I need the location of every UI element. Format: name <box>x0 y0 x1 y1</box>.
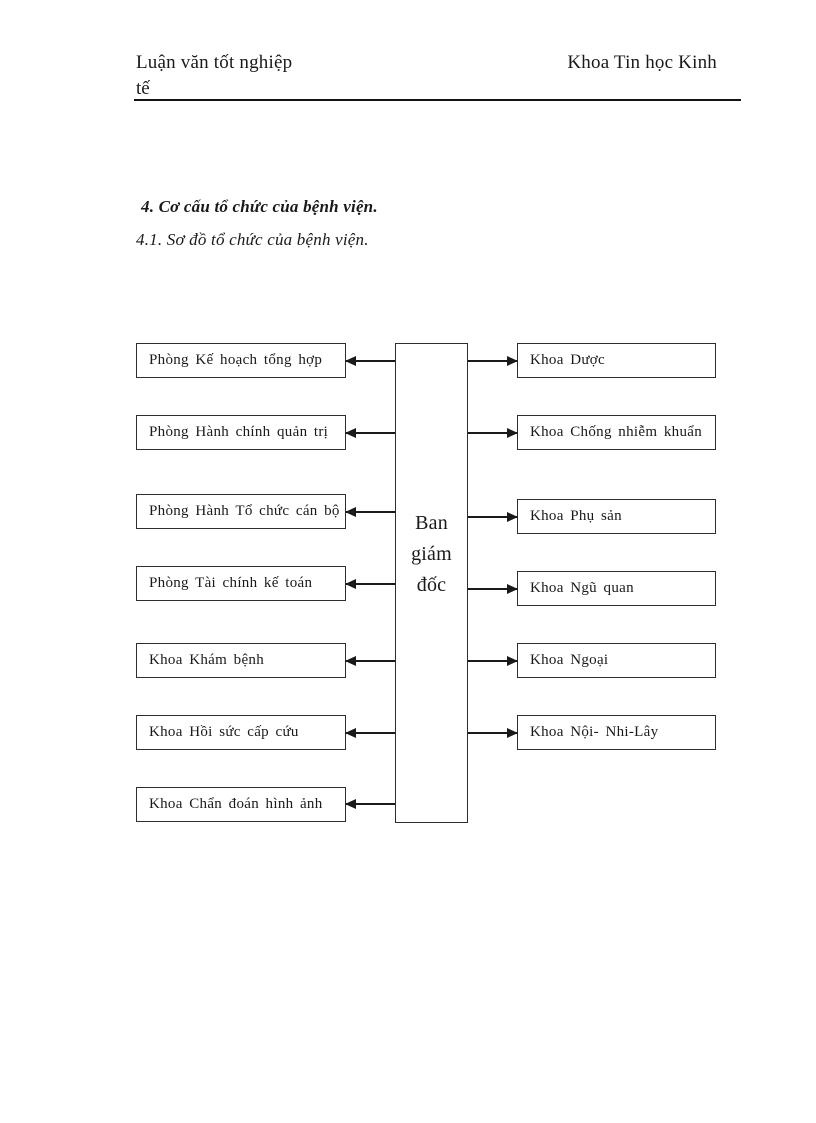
page-header: Luận văn tốt nghiệp Khoa Tin học Kinh <box>136 50 740 76</box>
connector-arrow-left-5 <box>346 732 395 734</box>
dept-box-right-4: Khoa Ngoại <box>517 643 716 678</box>
connector-arrow-right-0 <box>468 360 517 362</box>
connector-arrow-left-2 <box>346 511 395 513</box>
dept-box-left-4: Khoa Khám bệnh <box>136 643 346 678</box>
dept-box-right-2: Khoa Phụ sản <box>517 499 716 534</box>
dept-box-left-5: Khoa Hồi sức cấp cứu <box>136 715 346 750</box>
center-box-ban-giam-doc: Ban giám đốc <box>395 343 468 823</box>
subsection-heading: 4.1. Sơ đồ tổ chức của bệnh viện. <box>136 230 369 249</box>
dept-box-right-1: Khoa Chống nhiễm khuẩn <box>517 415 716 450</box>
connector-arrow-right-1 <box>468 432 517 434</box>
connector-arrow-left-4 <box>346 660 395 662</box>
connector-arrow-left-1 <box>346 432 395 434</box>
dept-box-right-0: Khoa Dược <box>517 343 716 378</box>
dept-box-left-0: Phòng Kế hoạch tổng hợp <box>136 343 346 378</box>
connector-arrow-right-3 <box>468 588 517 590</box>
connector-arrow-left-6 <box>346 803 395 805</box>
header-wrap-text: tế <box>136 78 150 99</box>
dept-box-right-3: Khoa Ngũ quan <box>517 571 716 606</box>
connector-arrow-right-2 <box>468 516 517 518</box>
dept-box-left-6: Khoa Chẩn đoán hình ảnh <box>136 787 346 822</box>
connector-arrow-left-3 <box>346 583 395 585</box>
dept-box-left-1: Phòng Hành chính quản trị <box>136 415 346 450</box>
dept-box-left-2: Phòng Hành Tổ chức cán bộ <box>136 494 346 529</box>
header-right-text: Khoa Tin học Kinh <box>567 52 717 73</box>
connector-arrow-right-5 <box>468 732 517 734</box>
dept-box-right-5: Khoa Nội- Nhi-Lây <box>517 715 716 750</box>
dept-box-left-3: Phòng Tài chính kế toán <box>136 566 346 601</box>
header-left-text: Luận văn tốt nghiệp <box>136 52 293 73</box>
connector-arrow-right-4 <box>468 660 517 662</box>
connector-arrow-left-0 <box>346 360 395 362</box>
section-heading: 4. Cơ cấu tổ chức của bệnh viện. <box>141 197 378 216</box>
header-rule <box>134 99 741 101</box>
